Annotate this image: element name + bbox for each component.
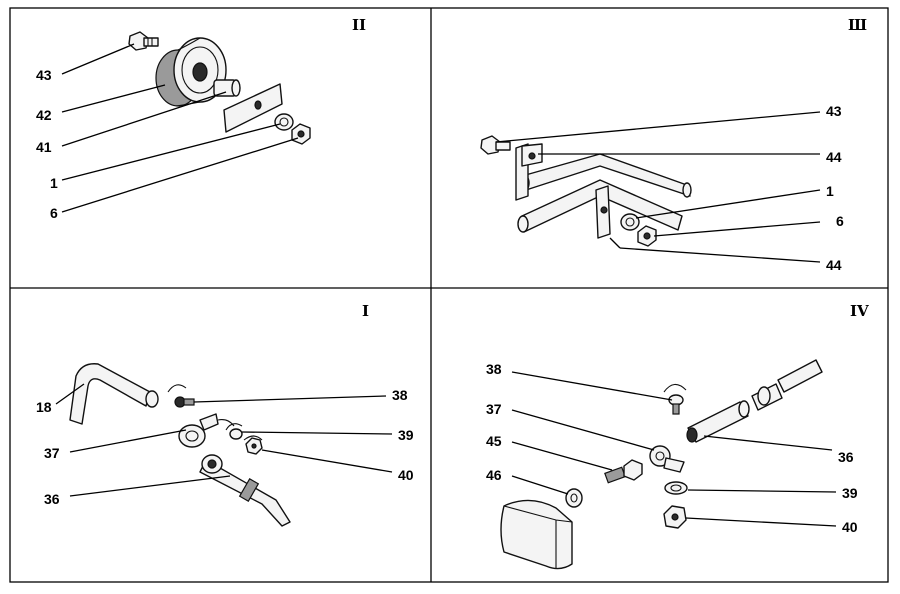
leader-line — [61, 137, 299, 213]
leader-line — [703, 435, 833, 451]
outer-frame — [9, 7, 889, 583]
nut-icon — [291, 123, 311, 145]
hose-icon — [686, 359, 823, 443]
bracket-icon — [515, 143, 543, 201]
panel-i: I — [36, 302, 414, 527]
callout-40: 40 — [842, 519, 858, 535]
clamp-icon — [649, 445, 685, 473]
panel-iv-roman-numeral: IV — [850, 302, 869, 320]
callout-18: 18 — [36, 399, 52, 415]
bracket-icon — [595, 185, 611, 239]
callout-39: 39 — [842, 485, 858, 501]
washer-icon — [225, 423, 243, 440]
callout-43: 43 — [826, 103, 842, 119]
washer-icon — [664, 481, 688, 495]
leader-line — [61, 91, 227, 147]
leader-line — [511, 371, 673, 401]
panel-iv: IV — [486, 302, 869, 570]
leader-line — [511, 475, 569, 495]
leader-line — [193, 395, 387, 403]
panel-ii-roman-numeral: II — [352, 16, 366, 34]
washer-icon — [565, 488, 583, 508]
panel-sh: Ш — [480, 16, 867, 273]
leader-line — [495, 111, 821, 143]
callout-45: 45 — [486, 433, 502, 449]
rubber-block-icon — [500, 499, 573, 570]
clamp-icon — [178, 413, 235, 448]
hose-icon — [199, 454, 291, 527]
tube-icon — [69, 363, 159, 425]
callout-6: 6 — [50, 205, 58, 221]
leader-line — [61, 43, 135, 75]
washer-icon — [274, 113, 294, 131]
callout-44: 44 — [826, 149, 842, 165]
callout-37: 37 — [486, 401, 502, 417]
callout-42: 42 — [36, 107, 52, 123]
leader-line — [69, 429, 187, 453]
nut-icon — [637, 225, 657, 247]
leader-line — [61, 84, 166, 113]
callout-40: 40 — [398, 467, 414, 483]
callout-39: 39 — [398, 427, 414, 443]
pulley-icon — [155, 37, 227, 107]
leader-line — [55, 383, 85, 405]
nut-icon — [243, 435, 263, 455]
callout-1: 1 — [826, 183, 834, 199]
leader-line — [241, 431, 393, 435]
leader-line — [511, 441, 613, 471]
washer-icon — [620, 213, 640, 231]
leader-line — [61, 123, 281, 181]
screw-icon — [167, 384, 195, 408]
callout-38: 38 — [486, 361, 502, 377]
plate-icon — [223, 83, 283, 133]
callout-6: 6 — [836, 213, 844, 229]
nut-icon — [663, 505, 687, 529]
callout-44: 44 — [826, 257, 842, 273]
leader-line — [653, 221, 821, 237]
leader-line — [261, 449, 393, 473]
leader-line — [511, 409, 655, 451]
screw-icon — [663, 383, 687, 415]
callout-38: 38 — [392, 387, 408, 403]
callout-37: 37 — [44, 445, 60, 461]
spacer-sleeve-icon — [213, 79, 241, 97]
callout-36: 36 — [44, 491, 60, 507]
panel-ii: II — [36, 16, 366, 221]
callout-43: 43 — [36, 67, 52, 83]
panel-sh-roman-numeral: Ш — [848, 16, 867, 34]
bolt-icon — [480, 135, 511, 155]
leader-line — [69, 475, 231, 497]
callout-1: 1 — [50, 175, 58, 191]
bolt-icon — [128, 31, 159, 51]
leader-line — [619, 247, 821, 263]
leader-line — [687, 489, 837, 493]
leader-line — [635, 189, 821, 219]
bolt-icon — [604, 459, 643, 484]
panel-i-roman-numeral: I — [362, 302, 369, 320]
callout-36: 36 — [838, 449, 854, 465]
callout-41: 41 — [36, 139, 52, 155]
callout-46: 46 — [486, 467, 502, 483]
leader-line — [685, 517, 837, 527]
leader-line — [609, 237, 621, 249]
